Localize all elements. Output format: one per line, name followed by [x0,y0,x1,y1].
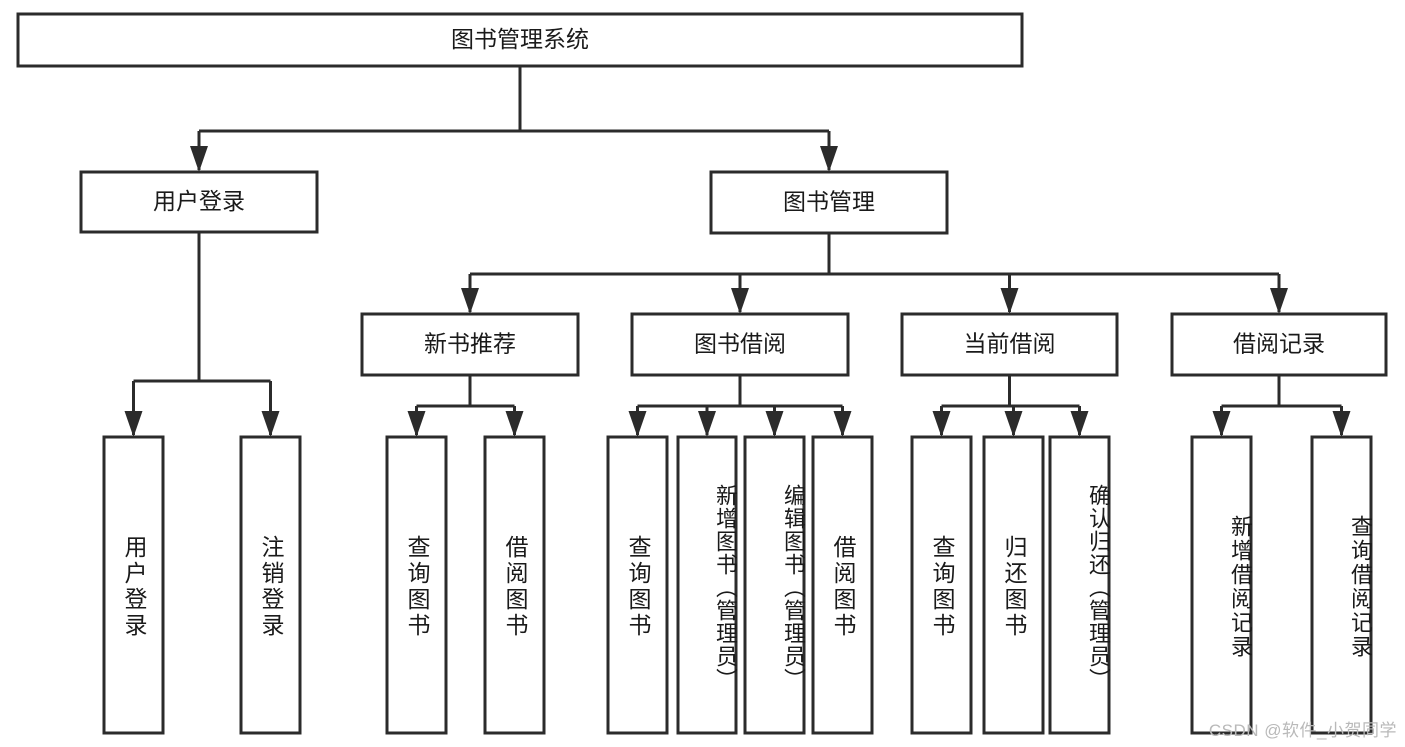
node-leaf-logout-login[interactable] [239,435,302,735]
watermark-text: CSDN @软件_小贺同学 [1208,721,1397,740]
label-book-manage: 图书管理 [783,189,875,215]
node-leaf-query-book-current[interactable] [910,435,973,735]
label-user-login: 用户登录 [153,188,245,214]
node-leaf-user-login[interactable] [102,435,165,735]
node-leaf-add-book-admin[interactable] [676,435,738,735]
node-book-borrow[interactable] [630,312,850,377]
node-book-manage[interactable] [709,170,949,235]
node-user-login[interactable] [79,170,319,234]
label-borrow-record: 借阅记录 [1233,331,1325,357]
node-leaf-query-book-borrow[interactable] [606,435,669,735]
label-current-borrow: 当前借阅 [964,331,1056,357]
node-leaf-borrow-book-rec[interactable] [483,435,546,735]
node-leaf-confirm-return-admin[interactable] [1048,435,1111,735]
node-boxes [16,12,1388,735]
node-leaf-borrow-book[interactable] [811,435,874,735]
node-leaf-query-book-rec[interactable] [385,435,448,735]
label-root: 图书管理系统 [451,26,589,52]
node-current-borrow[interactable] [900,312,1119,377]
node-new-book-recommend[interactable] [360,312,580,377]
node-borrow-record[interactable] [1170,312,1388,377]
node-leaf-add-borrow-record[interactable] [1190,435,1253,735]
label-new-book-recommend: 新书推荐 [424,331,516,357]
node-leaf-return-book[interactable] [982,435,1045,735]
node-leaf-edit-book-admin[interactable] [743,435,806,735]
label-book-borrow: 图书借阅 [694,331,786,357]
node-root[interactable] [16,12,1024,68]
connector-edges [124,66,1351,437]
node-leaf-query-borrow-record[interactable] [1310,435,1373,735]
